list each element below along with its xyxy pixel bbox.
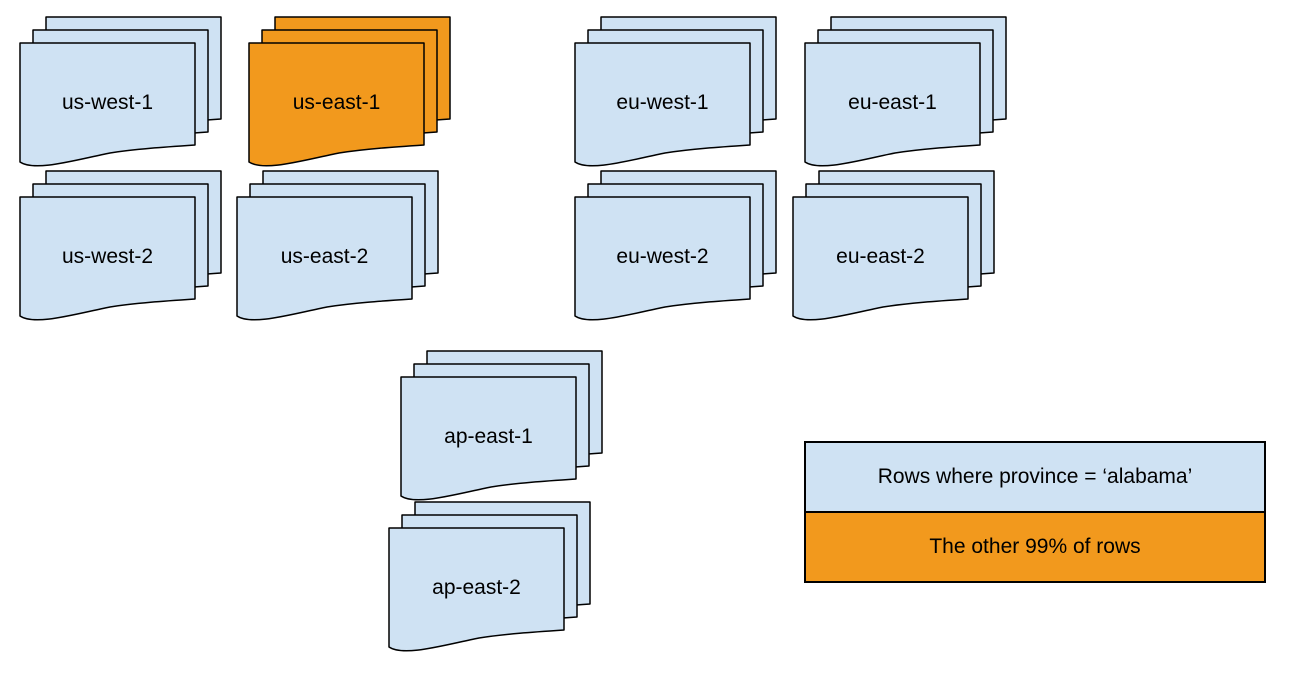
region-stack-us-west-1: us-west-1 (19, 16, 223, 172)
document-stack-icon (388, 501, 592, 657)
legend-item-label: The other 99% of rows (929, 535, 1141, 558)
region-stack-us-east-2: us-east-2 (236, 170, 440, 326)
document-stack-icon (400, 350, 604, 506)
region-stack-eu-east-1: eu-east-1 (804, 16, 1008, 172)
region-stack-eu-east-2: eu-east-2 (792, 170, 996, 326)
document-stack-icon (248, 16, 452, 172)
region-stack-eu-west-1: eu-west-1 (574, 16, 778, 172)
document-stack-icon (574, 16, 778, 172)
legend-item-alabama-rows: Rows where province = ‘alabama’ (806, 443, 1264, 513)
region-stack-ap-east-1: ap-east-1 (400, 350, 604, 506)
region-stack-us-east-1: us-east-1 (248, 16, 452, 172)
legend-item-other-rows: The other 99% of rows (806, 513, 1264, 581)
region-stack-us-west-2: us-west-2 (19, 170, 223, 326)
legend: Rows where province = ‘alabama’ The othe… (804, 441, 1266, 583)
region-stack-eu-west-2: eu-west-2 (574, 170, 778, 326)
document-stack-icon (19, 16, 223, 172)
document-stack-icon (19, 170, 223, 326)
document-stack-icon (804, 16, 1008, 172)
document-stack-icon (792, 170, 996, 326)
legend-item-label: Rows where province = ‘alabama’ (877, 465, 1193, 488)
region-stack-ap-east-2: ap-east-2 (388, 501, 592, 657)
document-stack-icon (574, 170, 778, 326)
document-stack-icon (236, 170, 440, 326)
